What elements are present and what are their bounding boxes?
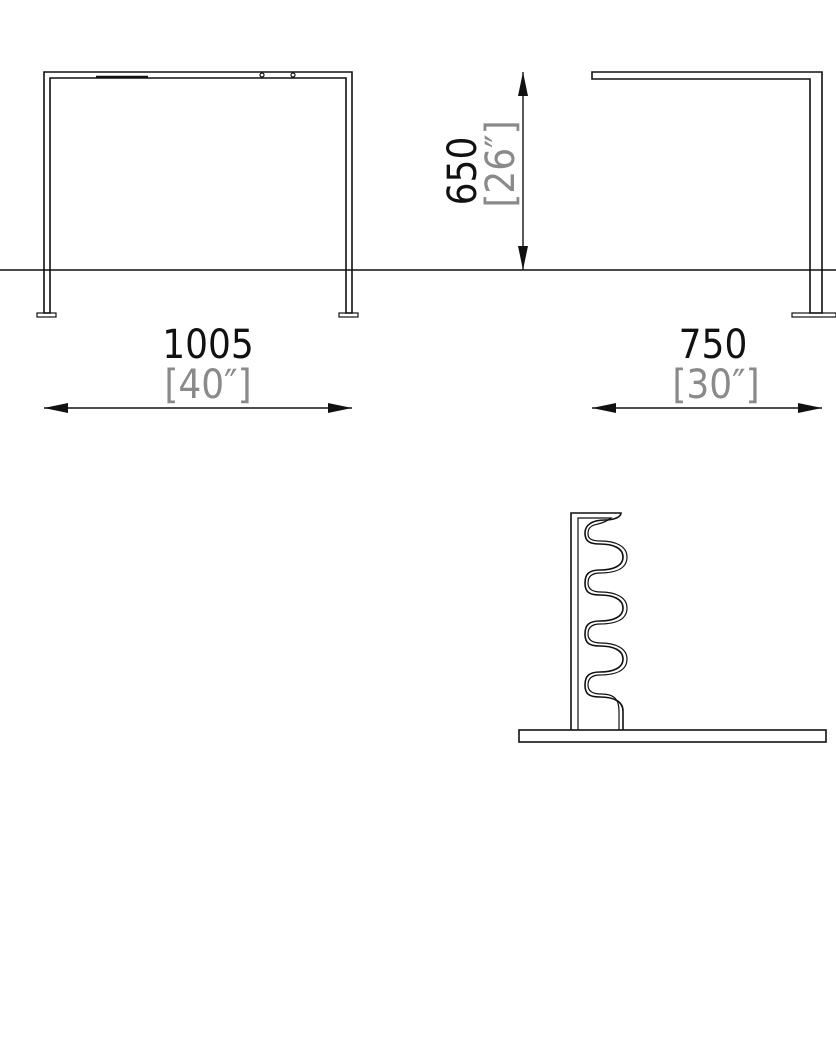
depth-inch-label: [30″] bbox=[672, 362, 759, 408]
side-view-foot bbox=[791, 312, 836, 318]
end-view-bracket bbox=[518, 512, 827, 743]
end-view-profile-outer bbox=[570, 512, 624, 730]
front-view bbox=[36, 71, 359, 318]
side-view bbox=[591, 71, 836, 318]
front-view-right-foot bbox=[338, 312, 359, 318]
width-dimension: 1005 [40″] bbox=[44, 322, 352, 413]
height-mm-label: 650 bbox=[440, 137, 486, 206]
height-dimension: 650 [26″] bbox=[440, 72, 528, 270]
front-view-frame bbox=[43, 71, 353, 314]
front-view-bolt bbox=[290, 72, 296, 78]
width-inch-label: [40″] bbox=[164, 362, 251, 408]
side-view-frame bbox=[591, 71, 823, 314]
front-view-left-foot bbox=[36, 312, 57, 318]
height-inch-label: [26″] bbox=[478, 120, 524, 207]
depth-dimension: 750 [30″] bbox=[592, 322, 822, 413]
end-view-profile-inner bbox=[577, 517, 628, 730]
width-mm-label: 1005 bbox=[162, 322, 254, 368]
end-view-base-plate bbox=[518, 729, 827, 743]
depth-mm-label: 750 bbox=[679, 322, 748, 368]
front-view-bolt bbox=[259, 72, 265, 78]
